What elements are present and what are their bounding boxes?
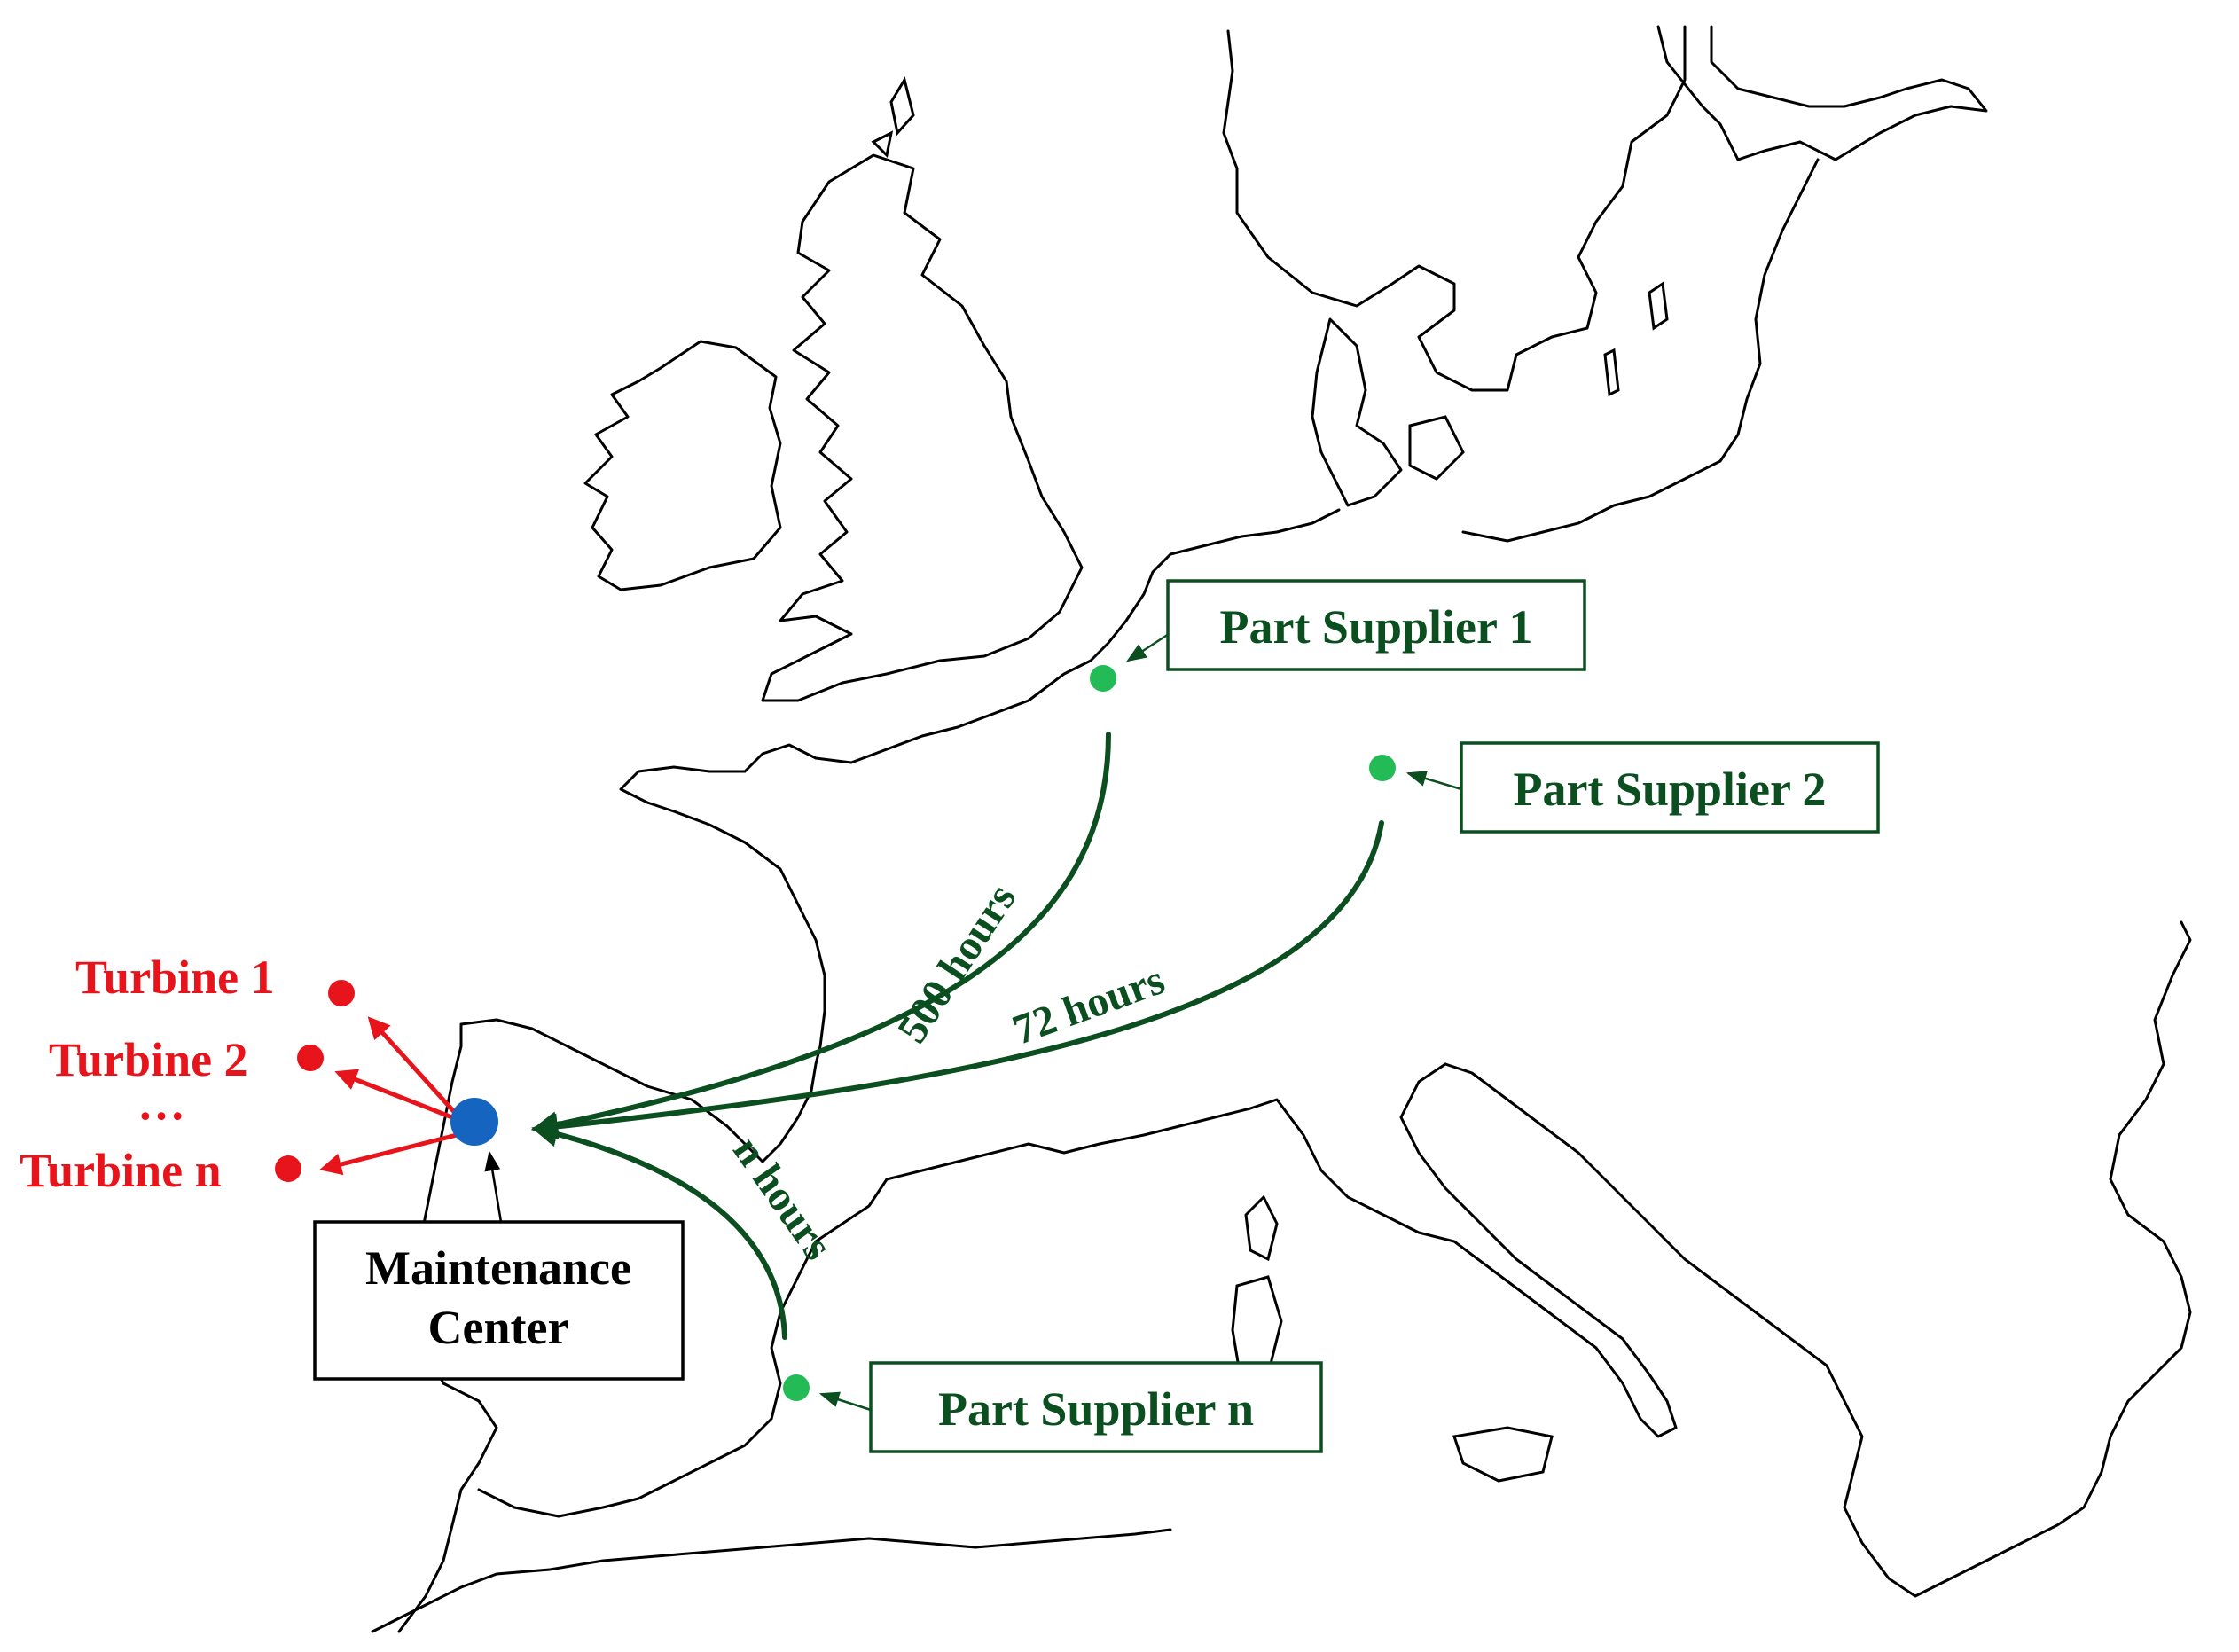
maintenance-center-line1: Maintenance: [365, 1241, 631, 1295]
maintenance-center-leader: [484, 1150, 503, 1223]
ireland-coast: [583, 340, 782, 591]
maintenance-center-dot[interactable]: [450, 1098, 498, 1146]
france-atlantic-coast: [619, 765, 826, 1163]
orkney-coast: [871, 130, 894, 159]
coastlines: [371, 25, 2192, 1633]
supplier-1-box: [1166, 579, 1586, 671]
baltic-east-coast: [1461, 158, 1820, 543]
balkan-coast: [1444, 1062, 2192, 1598]
turbine-1-dot[interactable]: [328, 980, 355, 1006]
great-britain-coast: [761, 153, 1084, 702]
turbines: Turbine 1 Turbine 2 … Turbine n: [20, 951, 458, 1197]
turbine-1-line: [367, 1016, 458, 1116]
spain-mediterranean-coast: [477, 1178, 889, 1518]
turbine-ellipsis: …: [137, 1077, 185, 1130]
corsica-coast: [1244, 1194, 1279, 1262]
zealand-coast: [1408, 415, 1465, 481]
supplier-1-label: Part Supplier 1: [1219, 600, 1532, 654]
turbine-2-dot[interactable]: [297, 1045, 324, 1071]
med-north-coast: [885, 1062, 1678, 1438]
oland-coast: [1603, 348, 1620, 397]
iberia-coast: [397, 1018, 764, 1633]
route-time-supplier-1: 500 hours: [889, 876, 1025, 1052]
north-sea-coast: [743, 508, 1341, 773]
supplier-n[interactable]: Part Supplier n: [783, 1361, 1323, 1453]
denmark-coast: [1311, 317, 1403, 507]
route-time-supplier-n: n hours: [724, 1128, 842, 1268]
route-supplier-1: [531, 732, 1111, 1138]
supplier-2-leader: [1405, 771, 1462, 791]
maintenance-center[interactable]: Maintenance Center: [313, 1098, 685, 1381]
sicily-coast: [1452, 1426, 1554, 1483]
supplier-1-dot[interactable]: [1090, 665, 1116, 692]
supplier-2[interactable]: Part Supplier 2: [1369, 741, 1880, 834]
supplier-n-label: Part Supplier n: [938, 1382, 1254, 1436]
turbine-n-dot[interactable]: [275, 1155, 301, 1182]
supplier-2-box: [1460, 741, 1880, 834]
maintenance-center-box: [313, 1220, 685, 1381]
supplier-n-box: [869, 1361, 1323, 1453]
turbine-n-line: [319, 1132, 458, 1176]
turbine-1-label: Turbine 1: [75, 951, 275, 1004]
turbine-n-label: Turbine n: [20, 1144, 222, 1197]
route-supplier-n: [531, 1120, 787, 1340]
supplier-2-dot[interactable]: [1369, 755, 1396, 781]
supplier-1[interactable]: Part Supplier 1: [1090, 579, 1586, 692]
route-supplier-2: [531, 820, 1384, 1140]
gotland-coast: [1648, 281, 1669, 331]
supplier-1-leader: [1126, 632, 1170, 662]
black-sea-coast: [2109, 920, 2192, 1279]
turbine-2-label: Turbine 2: [49, 1033, 248, 1086]
north-africa-coast: [371, 1528, 1172, 1633]
scandinavia-coast: [1222, 25, 1988, 392]
maintenance-center-line2: Center: [428, 1301, 569, 1354]
supplier-n-dot[interactable]: [783, 1374, 810, 1401]
turbine-2-line: [334, 1069, 458, 1122]
supplier-2-label: Part Supplier 2: [1513, 763, 1826, 816]
shetland-coast: [889, 76, 915, 137]
supplier-n-leader: [818, 1391, 872, 1412]
